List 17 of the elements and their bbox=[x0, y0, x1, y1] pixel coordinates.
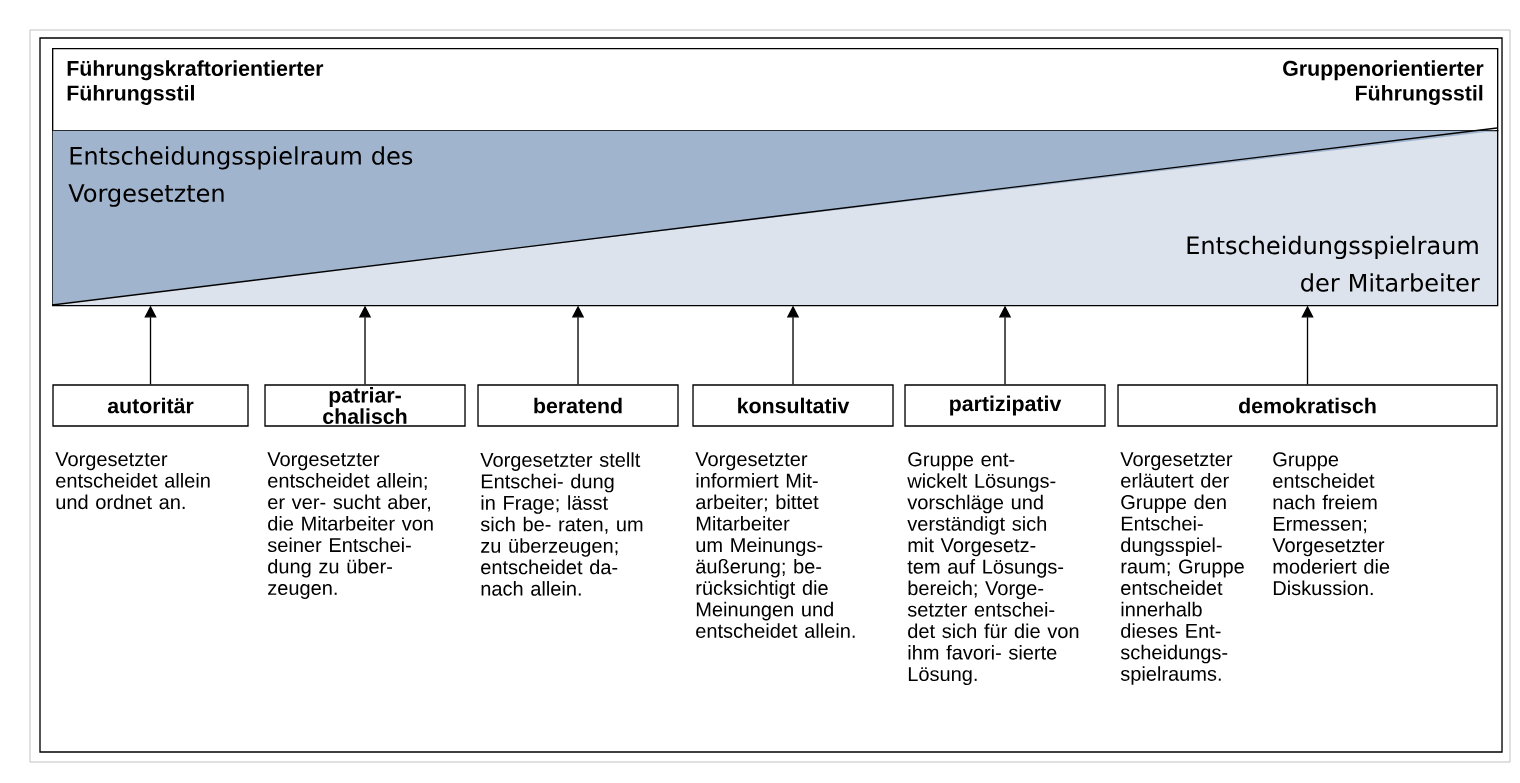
description: Gruppe entscheidet nach freiem Ermessen; Vorgesetzter moderiert die Diskussion. bbox=[1272, 452, 1390, 596]
description: Gruppe ent- wickelt Lösungs- vorschläge und verständigt sich mit Vorgesetz- tem auf Lösungs- bereich; Vorge- setzter entschei- det sich für die von ihm favori- sierte Lösung. bbox=[907, 452, 1079, 686]
style-box: demokratisch bbox=[1117, 384, 1498, 427]
heading: Führungskraftorientierter Führungsstil bbox=[67, 60, 324, 105]
band-label: Entscheidungsspielraum der Mitarbeiter bbox=[1187, 235, 1480, 292]
style-box: konsultativ bbox=[692, 384, 894, 427]
style-box: patriar- chalisch bbox=[264, 384, 466, 427]
style-box: beratend bbox=[477, 384, 679, 427]
description: Vorgesetzter stellt Entschei- dung in Frage; lässt sich be- raten, um zu überzeugen; entscheidet da- nach allein. bbox=[480, 452, 643, 596]
heading: Gruppenorientierter Führungsstil bbox=[1283, 60, 1484, 105]
band-label: Entscheidungsspielraum des Vorgesetzten bbox=[68, 146, 413, 207]
description: Vorgesetzter entscheidet allein; er ver- sucht aber, die Mitarbeiter von seiner Entschei- dung zu über- zeugen. bbox=[267, 452, 433, 599]
description: Vorgesetzter erläutert der Gruppe den Entschei- dungsspiel- raum; Gruppe entscheidet innerhalb dieses Ent- scheidungs- spielraums. bbox=[1120, 452, 1244, 685]
description: Vorgesetzter entscheidet allein und ordnet an. bbox=[55, 452, 210, 510]
description: Vorgesetzter informiert Mit- arbeiter; bittet Mitarbeiter um Meinungs- äußerung; be- rücksichtigt die Meinungen und entscheidet allein. bbox=[695, 452, 855, 638]
style-box: autoritär bbox=[52, 384, 249, 427]
style-box: partizipativ bbox=[904, 384, 1106, 427]
